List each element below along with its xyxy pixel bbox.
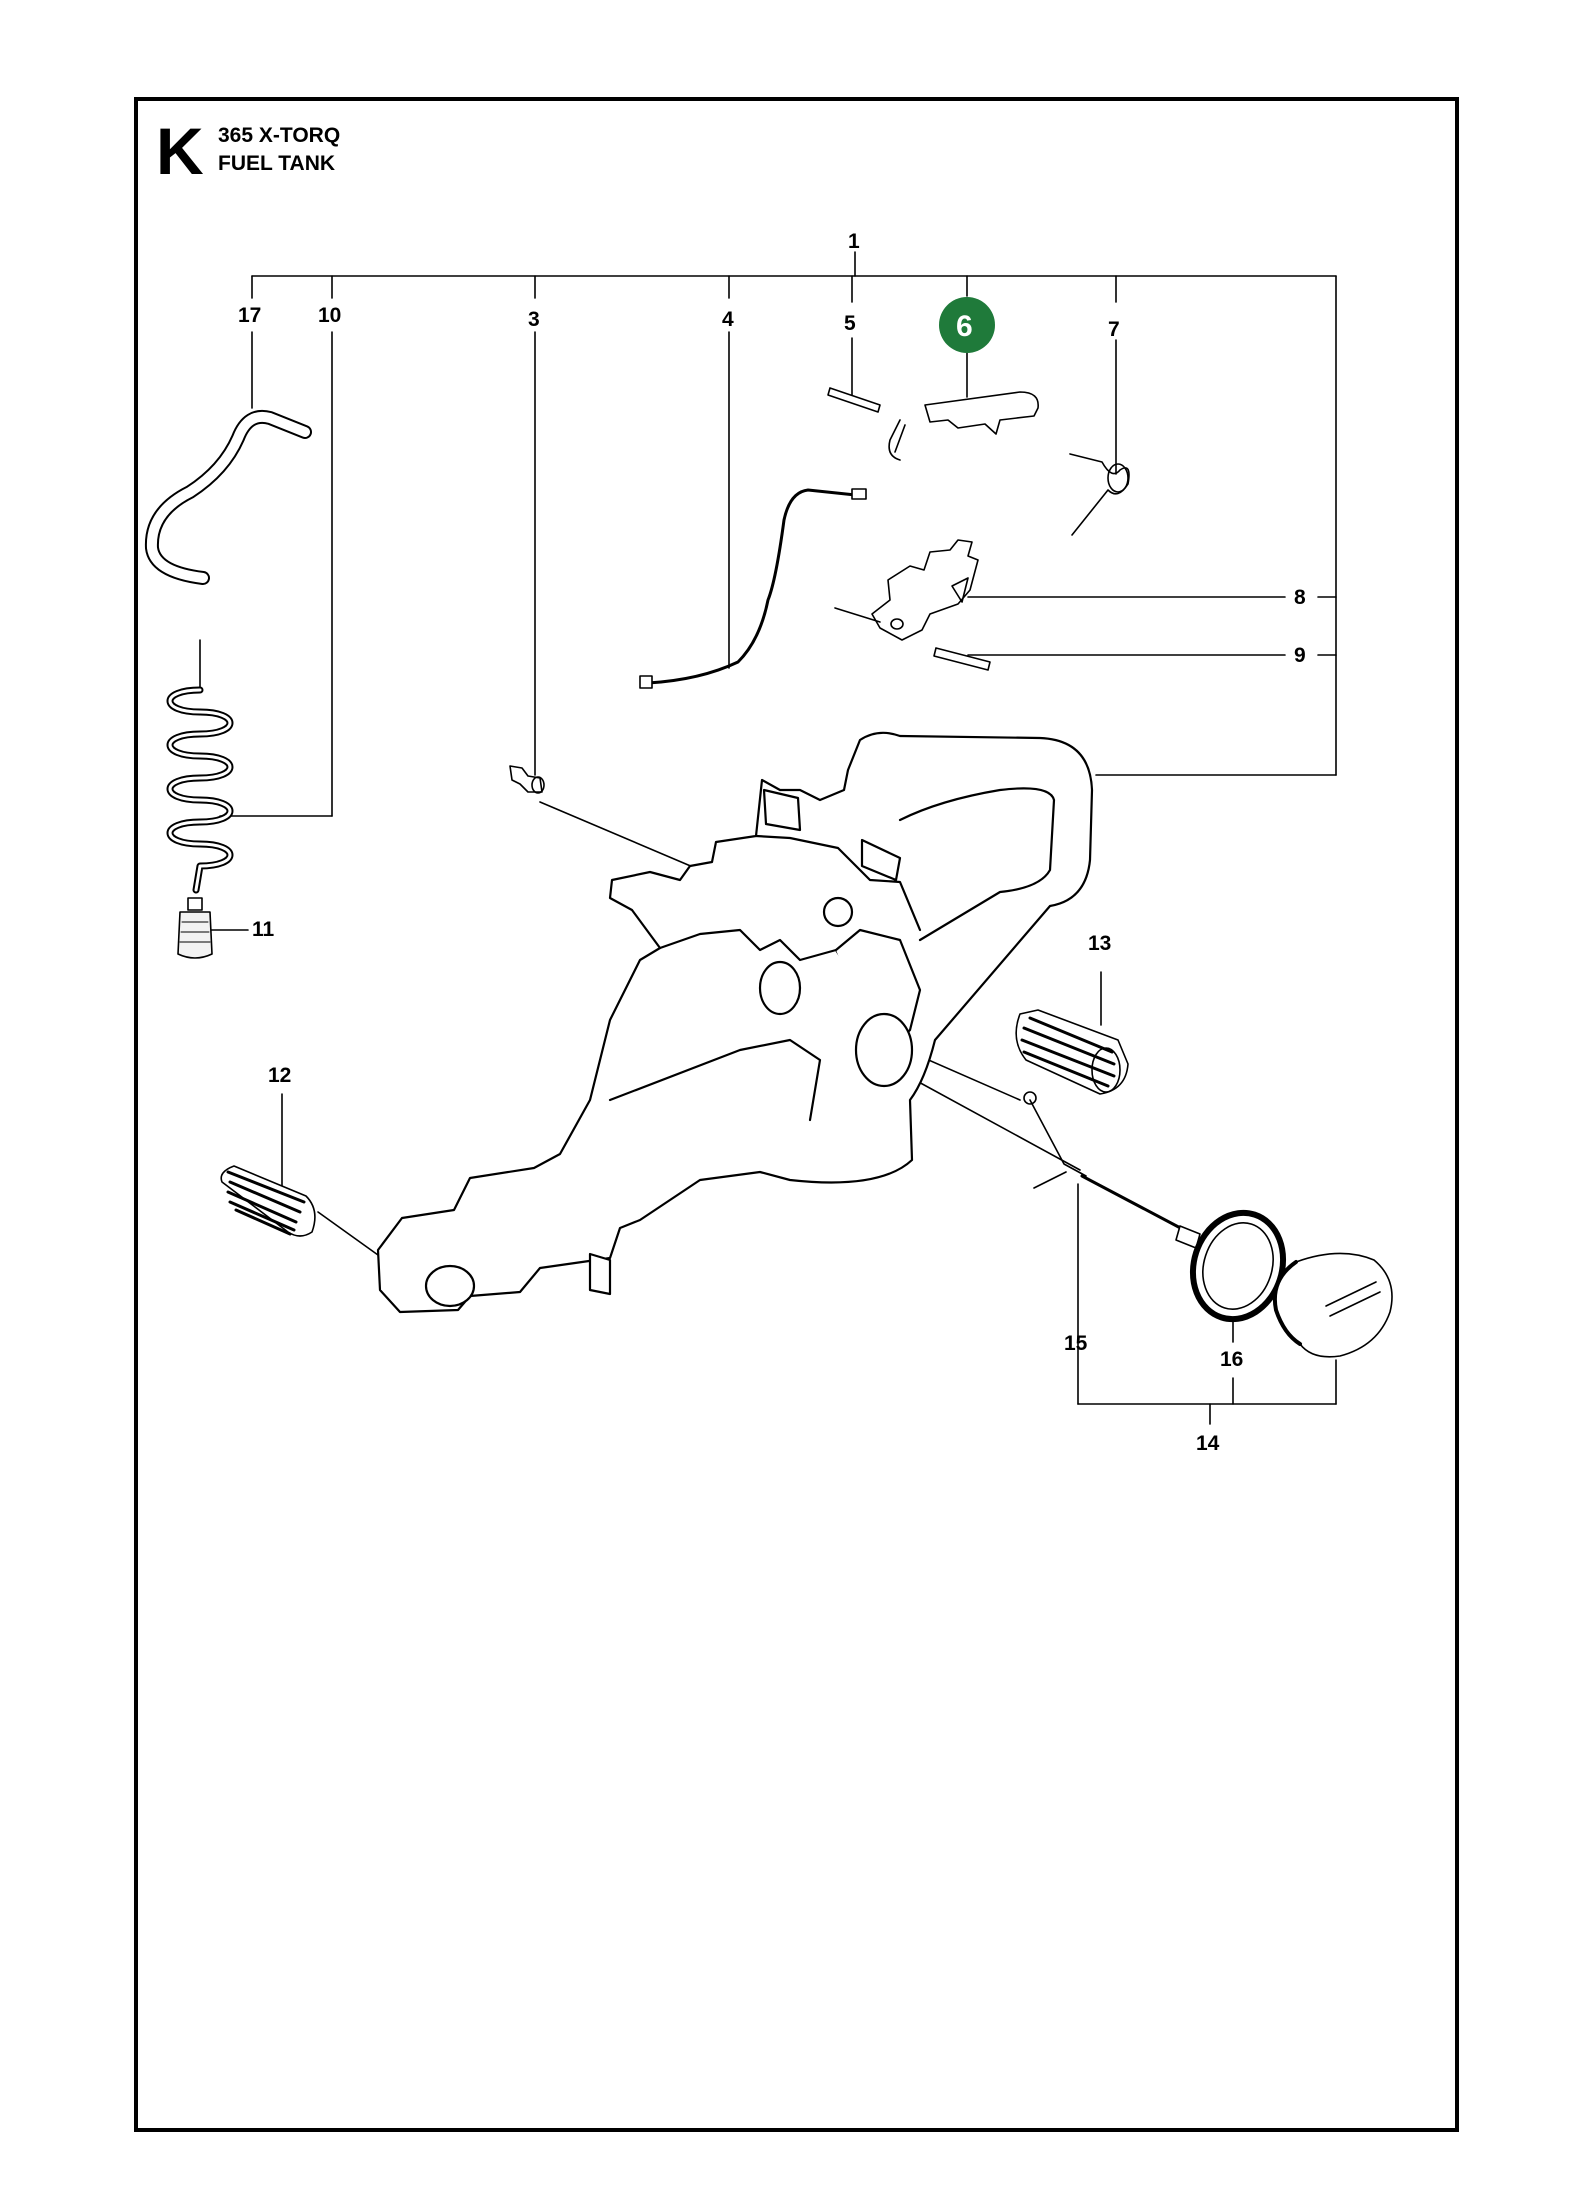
callout-labels: 1 17 10 3 4 5 7 8 9 11 12 13 15 16 14 xyxy=(238,230,1306,1455)
callout-3: 3 xyxy=(528,308,540,331)
buffer-part-12 xyxy=(220,1165,316,1237)
pin-part-5 xyxy=(827,387,881,413)
fuel-filter-part xyxy=(177,897,213,959)
fuel-cap-part xyxy=(1273,1252,1393,1358)
callout-9: 9 xyxy=(1294,644,1306,667)
highlighted-callout-6: 6 xyxy=(939,297,995,353)
callout-7: 7 xyxy=(1108,318,1120,341)
callout-11: 11 xyxy=(252,918,275,941)
callout-4: 4 xyxy=(722,308,734,331)
callout-14: 14 xyxy=(1196,1432,1220,1455)
throttle-trigger-part xyxy=(871,539,979,641)
spring-part xyxy=(1069,453,1130,536)
highlight-badge xyxy=(939,297,995,353)
pin-part-9 xyxy=(933,647,991,671)
breather-part xyxy=(1023,1091,1201,1249)
coiled-hose-part xyxy=(166,639,234,894)
bolt-part xyxy=(509,765,545,794)
throttle-cable-part xyxy=(646,488,867,685)
callout-6: 6 xyxy=(956,310,973,343)
callout-5: 5 xyxy=(844,312,856,335)
drawing-frame xyxy=(134,97,1459,2132)
model-title: 365 X-TORQ xyxy=(218,124,341,147)
callout-16: 16 xyxy=(1220,1348,1243,1371)
callout-12: 12 xyxy=(268,1064,291,1087)
callout-15: 15 xyxy=(1064,1332,1088,1355)
callout-8: 8 xyxy=(1294,586,1306,609)
assembly-title: FUEL TANK xyxy=(218,152,336,175)
leader-lines xyxy=(204,251,1337,1425)
lockout-lever-part xyxy=(888,391,1039,461)
callout-10: 10 xyxy=(318,304,341,327)
callout-13: 13 xyxy=(1088,932,1111,955)
callout-1: 1 xyxy=(848,230,860,253)
buffer-part-13 xyxy=(1015,1009,1129,1095)
section-letter: K xyxy=(156,114,204,188)
fuel-tank-body xyxy=(376,731,1094,1314)
callout-17: 17 xyxy=(238,304,261,327)
